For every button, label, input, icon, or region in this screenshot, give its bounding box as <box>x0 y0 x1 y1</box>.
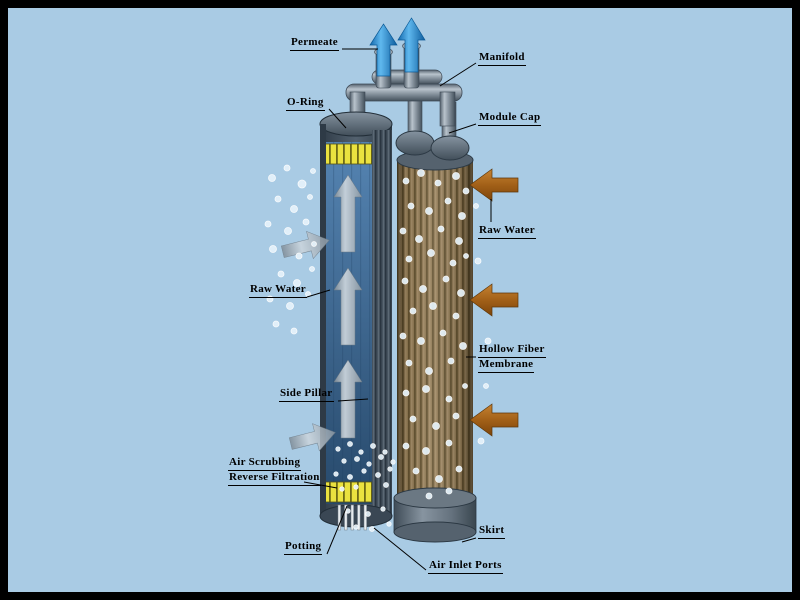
label-manifold: Manifold <box>478 51 526 66</box>
label-raw-water-left: Raw Water <box>249 283 307 298</box>
leader-lines <box>303 48 492 571</box>
module-cap-dome <box>395 130 435 156</box>
left-module-cutaway <box>319 111 393 531</box>
module-skirt <box>393 487 477 543</box>
label-side-pillar: Side Pillar <box>279 387 334 402</box>
label-raw-water-right: Raw Water <box>478 224 536 239</box>
label-air-inlet-ports: Air Inlet Ports <box>428 559 503 574</box>
module-cap-dome <box>430 135 470 161</box>
label-air-scrubbing-reverse-filtration: Air Scrubbing Reverse Filtration <box>228 456 321 486</box>
raw-water-arrows <box>469 168 519 437</box>
label-potting: Potting <box>284 540 323 555</box>
potting-band-bottom <box>324 481 373 503</box>
air-inlet-port-tubes <box>337 504 367 531</box>
label-skirt: Skirt <box>478 524 506 539</box>
raw-water-entry-arrows <box>280 231 336 452</box>
label-hollow-fiber-membrane: Hollow Fiber Membrane <box>478 343 546 373</box>
air-bubbles <box>264 164 492 532</box>
side-pillar-ribs <box>372 130 392 516</box>
o-ring-potting-band-top <box>324 143 373 165</box>
label-module-cap: Module Cap <box>478 111 542 126</box>
label-permeate: Permeate <box>290 36 339 51</box>
permeate-flow-arrows <box>369 17 426 77</box>
internal-flow-arrows <box>333 174 363 439</box>
label-o-ring: O-Ring <box>286 96 325 111</box>
